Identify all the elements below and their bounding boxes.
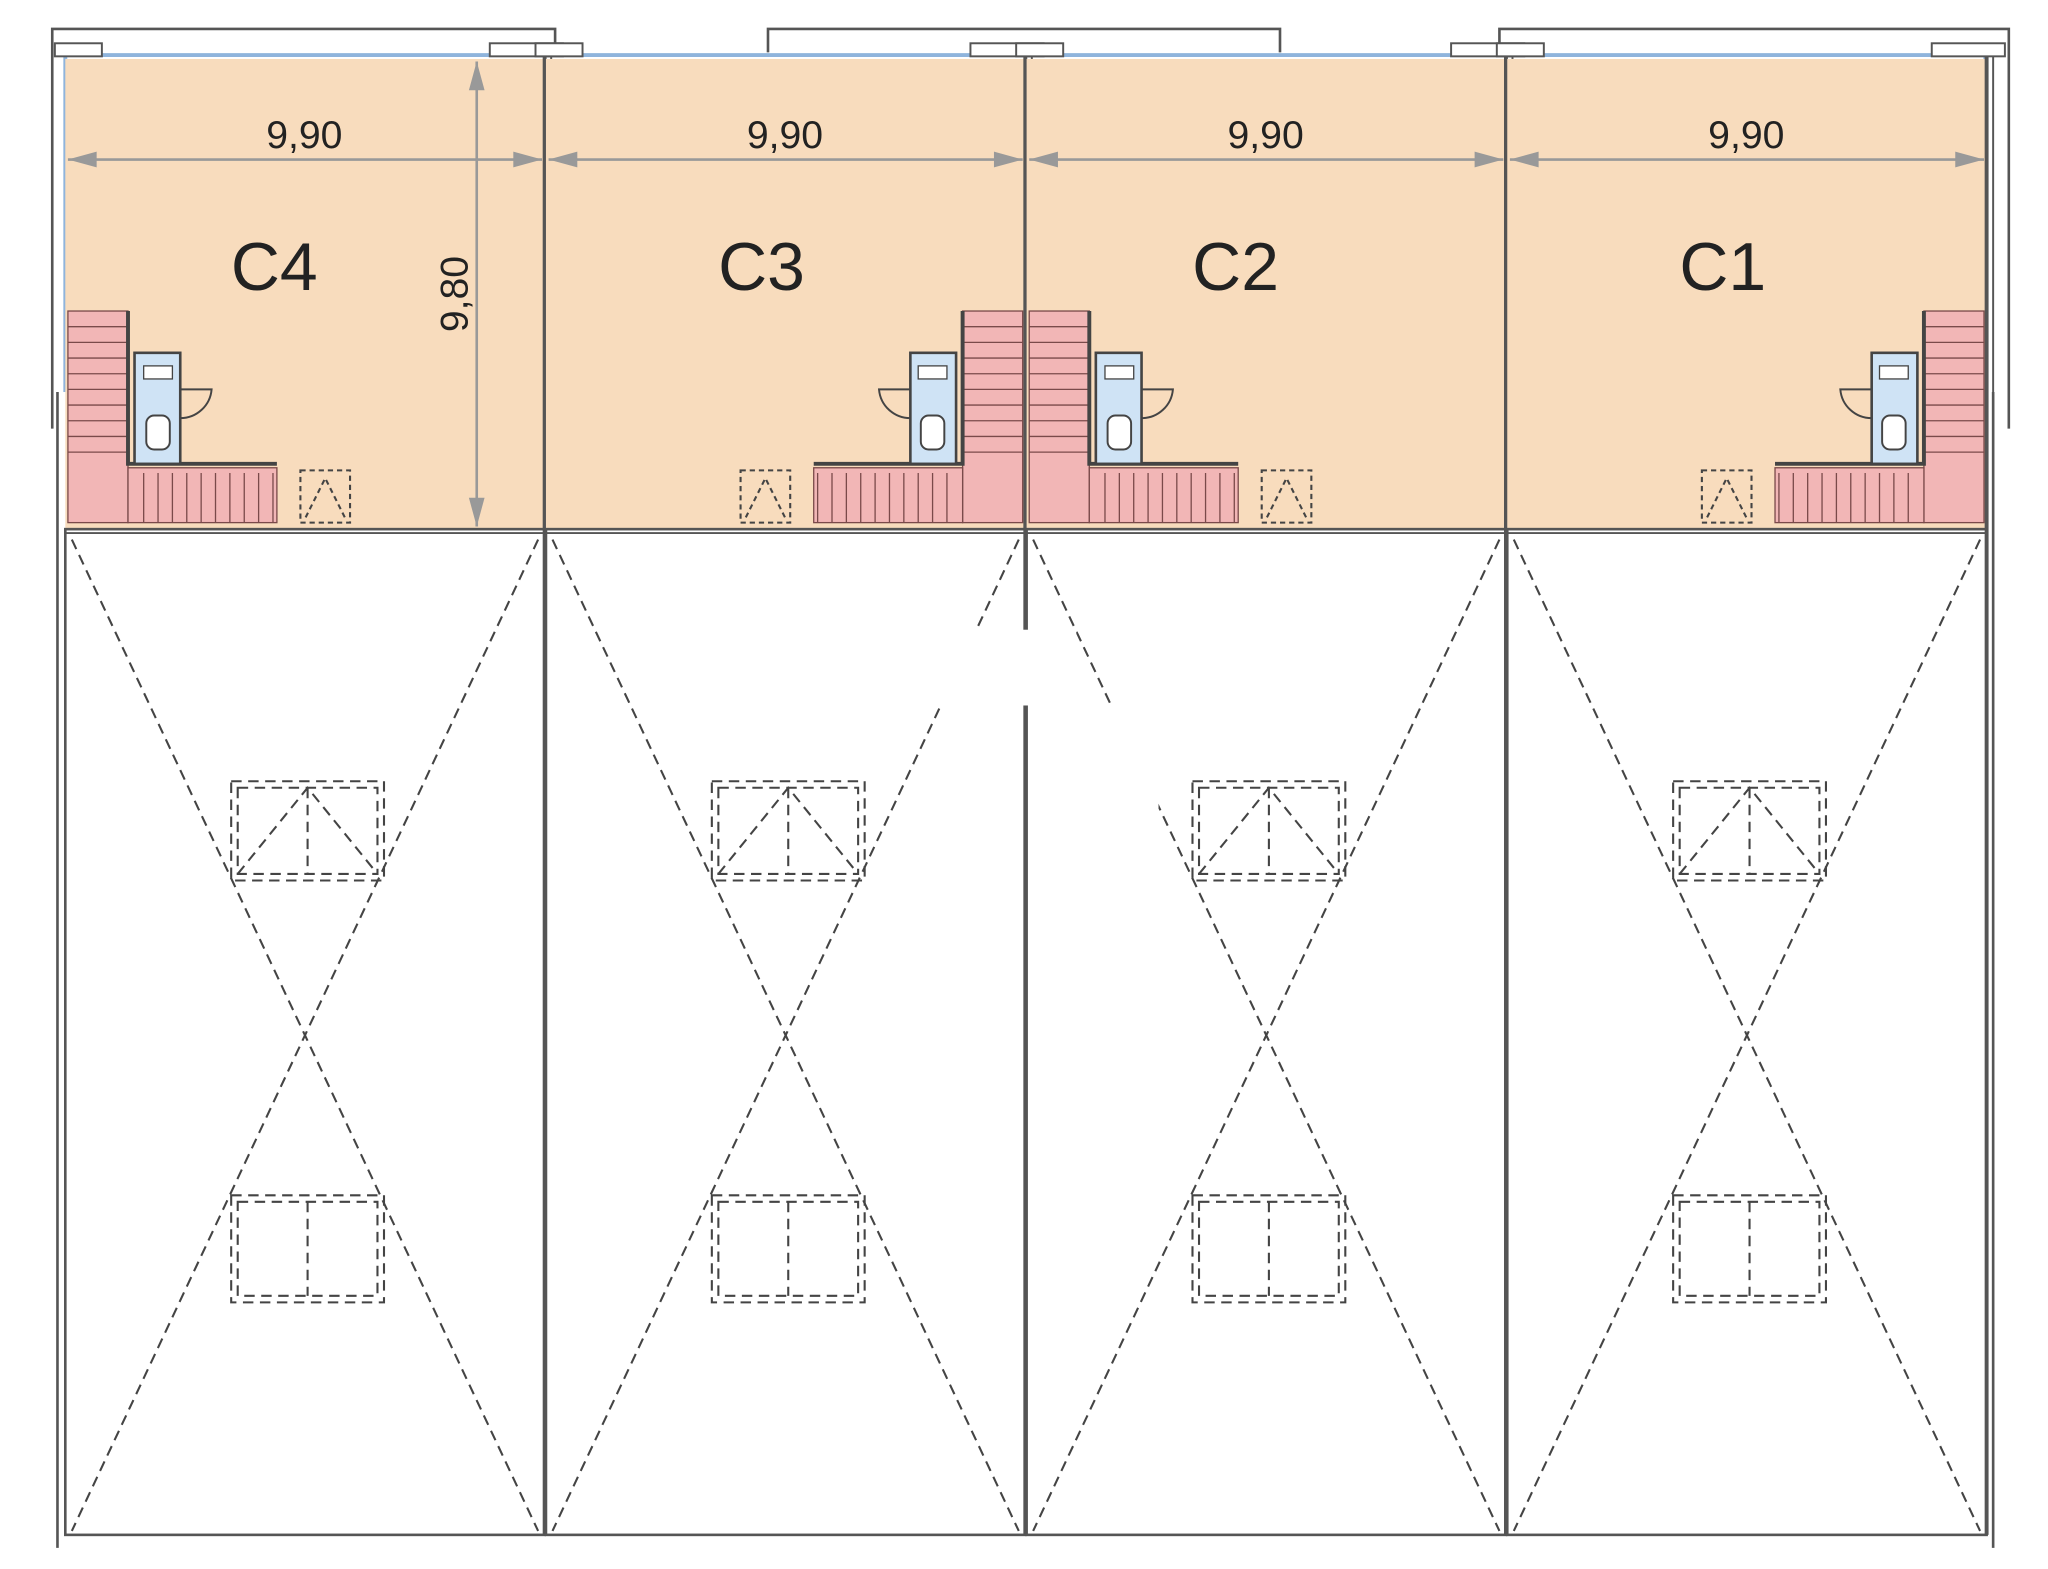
hall-markings	[551, 539, 1020, 1532]
width-dimension-label: 9,90	[1708, 114, 1784, 157]
skylight-lower	[1191, 1194, 1347, 1304]
skylight-upper	[1191, 780, 1347, 882]
stair-core	[739, 310, 1024, 524]
outer-wall-right	[1498, 27, 2011, 429]
skylight-upper	[710, 780, 866, 882]
diagonal-dashed	[1032, 539, 1501, 1532]
hatch-box	[739, 469, 792, 524]
stairs-flight	[67, 310, 129, 524]
hatch-box	[299, 469, 352, 524]
stairs-flight	[1088, 467, 1239, 524]
unit-label: C2	[1192, 230, 1279, 305]
unit-label: C4	[231, 230, 318, 305]
basin-icon	[917, 365, 948, 380]
blank-patch	[992, 705, 1019, 935]
diagonal-dashed	[551, 539, 1020, 1532]
blank-patch	[932, 629, 1077, 706]
door-swing	[877, 388, 911, 420]
stairs-flight	[1774, 467, 1925, 524]
skylight-upper	[230, 780, 386, 882]
hall-markings	[1512, 539, 1982, 1532]
depth-dimension-label: 9,80	[434, 256, 477, 332]
column-cap	[1015, 42, 1065, 58]
unit-label: C3	[718, 230, 805, 305]
hatch-box	[1700, 469, 1753, 524]
core-wall	[126, 311, 277, 466]
core-wall	[1087, 311, 1239, 466]
basin-icon	[1104, 365, 1135, 380]
skylight-lower	[1672, 1194, 1828, 1304]
toilet-icon	[145, 414, 171, 451]
skylight-triangle	[1678, 786, 1821, 875]
stairs-flight	[813, 467, 964, 524]
skylight-triangle	[717, 786, 859, 875]
skylight-upper	[1672, 780, 1828, 882]
stair-core	[67, 310, 352, 524]
unit-label: C1	[1679, 230, 1766, 305]
hall-markings	[70, 539, 540, 1532]
core-wall	[1775, 311, 1926, 466]
skylight-lower	[230, 1194, 386, 1304]
toilet-icon	[1106, 414, 1133, 451]
toilet-icon	[919, 414, 946, 451]
basin-icon	[143, 365, 174, 380]
column-cap	[1930, 42, 2006, 58]
width-dimension-label: 9,90	[747, 114, 823, 157]
skylight-triangle	[1198, 786, 1340, 875]
stairs-flight	[127, 467, 278, 524]
hall-markings	[1032, 539, 1501, 1532]
skylight-triangle	[236, 786, 379, 875]
basin-icon	[1878, 365, 1909, 380]
stair-core	[1028, 310, 1313, 524]
diagonal-dashed	[70, 539, 540, 1532]
outer-wall-left	[50, 27, 557, 429]
skylight-lower	[710, 1194, 866, 1304]
stairs-flight	[1028, 310, 1090, 524]
hatch-box	[1260, 469, 1313, 524]
outer-wall-top-middle	[766, 27, 1282, 53]
core-wall	[813, 311, 965, 466]
toilet-icon	[1881, 414, 1907, 451]
stair-core	[1700, 310, 1985, 524]
diagonal-dashed	[1512, 539, 1982, 1532]
width-dimension-label: 9,90	[1228, 114, 1304, 157]
door-swing	[1839, 388, 1872, 420]
width-dimension-label: 9,90	[266, 114, 342, 157]
column-cap	[1495, 42, 1545, 58]
door-swing	[1141, 388, 1174, 420]
column-cap	[53, 42, 103, 58]
stairs-flight	[1923, 310, 1985, 524]
blank-patch	[1034, 705, 1159, 863]
column-cap	[534, 42, 584, 58]
door-swing	[180, 388, 213, 420]
